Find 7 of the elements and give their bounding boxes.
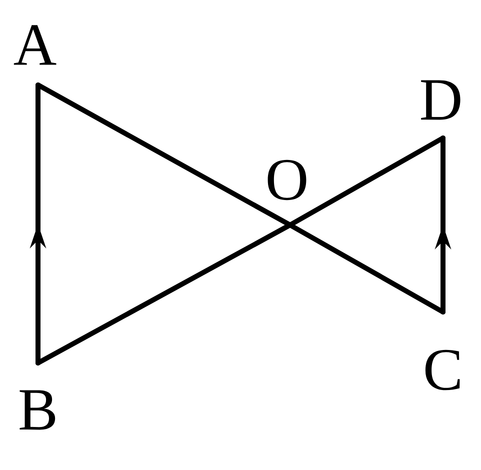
point-label: A	[14, 25, 56, 65]
line-segment	[36, 222, 292, 366]
point-label: D	[421, 80, 460, 120]
point-label: C	[425, 350, 460, 390]
point-label: B	[20, 390, 56, 430]
line-segment	[36, 82, 292, 228]
point-label: O	[268, 160, 306, 200]
